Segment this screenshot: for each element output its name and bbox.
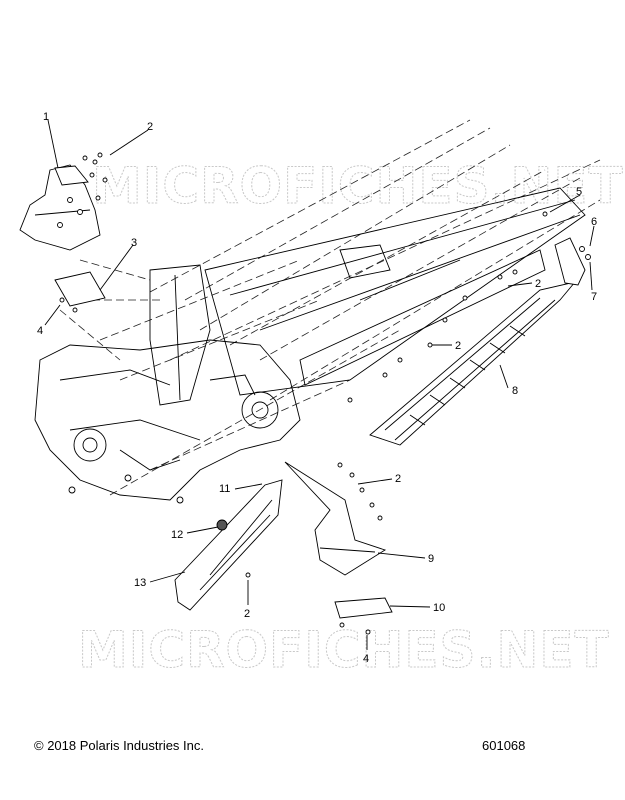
callout-12: 12 <box>171 529 183 541</box>
callout-4: 4 <box>363 653 369 665</box>
chassis-frame <box>34 264 301 504</box>
callout-7: 7 <box>591 291 597 303</box>
part-3-plate <box>54 271 106 307</box>
part-8-running-board <box>369 281 577 446</box>
part-1-front-bracket <box>19 164 101 251</box>
watermark-top: MICROFICHES.NET <box>92 157 624 215</box>
callout-1: 1 <box>43 111 49 123</box>
fasteners <box>59 152 591 635</box>
callout-8: 8 <box>512 385 518 397</box>
diagram-number: 601068 <box>482 738 526 753</box>
callout-11: 11 <box>219 483 230 495</box>
callout-13: 13 <box>134 577 146 589</box>
callout-4: 4 <box>37 325 43 337</box>
callout-2: 2 <box>147 121 153 133</box>
part-9-rear-bracket <box>284 461 387 576</box>
callout-2: 2 <box>244 608 250 620</box>
callout-2: 2 <box>455 340 461 352</box>
callout-3: 3 <box>131 237 137 249</box>
part-10-plate <box>334 597 393 619</box>
callout-6: 6 <box>591 216 597 228</box>
callout-2: 2 <box>535 278 541 290</box>
callout-5: 5 <box>576 186 582 198</box>
watermark-bottom: MICROFICHES.NET <box>78 621 610 679</box>
copyright-text: © 2018 Polaris Industries Inc. <box>34 738 204 753</box>
tunnel-body <box>204 187 586 396</box>
callout-9: 9 <box>428 553 434 565</box>
part-13-side-panel <box>174 479 283 611</box>
callout-2: 2 <box>395 473 401 485</box>
leader-lines <box>44 119 595 650</box>
part-5-rear-brace <box>554 237 586 286</box>
callout-10: 10 <box>433 602 445 614</box>
